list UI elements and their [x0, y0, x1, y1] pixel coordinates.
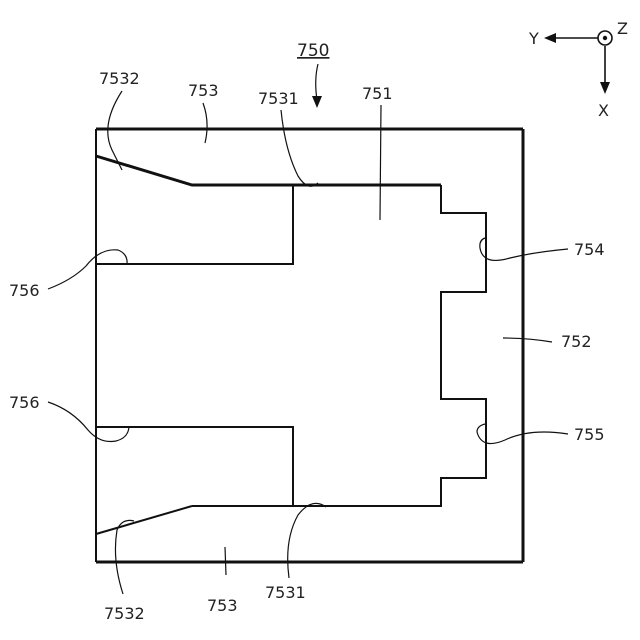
figure-reference: 750 — [297, 41, 329, 108]
coordinate-axes: Y Z X — [528, 19, 628, 120]
leader-753-top — [203, 103, 207, 143]
z-axis-label: Z — [617, 19, 628, 38]
leader-753-bottom — [225, 547, 226, 575]
outer-frame — [96, 129, 523, 562]
slot-top — [96, 185, 293, 264]
leader-751 — [380, 105, 381, 220]
leader-7531-bottom — [288, 503, 326, 578]
label-755: 755 — [574, 425, 605, 444]
x-axis-label: X — [598, 101, 609, 120]
label-754: 754 — [574, 240, 605, 259]
label-756-bottom: 756 — [9, 393, 40, 412]
cavity-top-taper — [96, 156, 441, 185]
label-7532-top: 7532 — [99, 69, 140, 88]
label-751: 751 — [362, 84, 393, 103]
figure-number: 750 — [297, 41, 329, 61]
figure-arrow — [316, 64, 318, 100]
leader-7532-bottom — [115, 520, 134, 594]
label-756-top: 756 — [9, 281, 40, 300]
z-axis-dot — [603, 36, 607, 40]
cavity-bottom-taper — [96, 506, 192, 534]
leader-756-top — [48, 250, 127, 289]
label-7531-top: 7531 — [258, 89, 299, 108]
leader-756-bottom — [48, 402, 129, 442]
leader-7531-top — [281, 110, 318, 186]
label-7531-bottom: 7531 — [265, 583, 306, 602]
label-753-top: 753 — [188, 81, 219, 100]
label-752: 752 — [561, 332, 592, 351]
x-axis-arrowhead — [600, 82, 610, 94]
cavity-outline-right — [192, 185, 486, 506]
inner-cavity — [96, 156, 486, 534]
slot-bottom — [96, 427, 293, 506]
label-7532-bottom: 7532 — [104, 604, 145, 623]
y-axis-arrowhead — [544, 33, 556, 43]
figure-arrowhead — [312, 96, 322, 108]
reference-numerals: 7532 753 7531 751 754 756 752 756 755 75… — [9, 69, 605, 623]
leader-752 — [503, 338, 552, 342]
y-axis-label: Y — [528, 29, 539, 48]
label-753-bottom: 753 — [207, 596, 238, 615]
